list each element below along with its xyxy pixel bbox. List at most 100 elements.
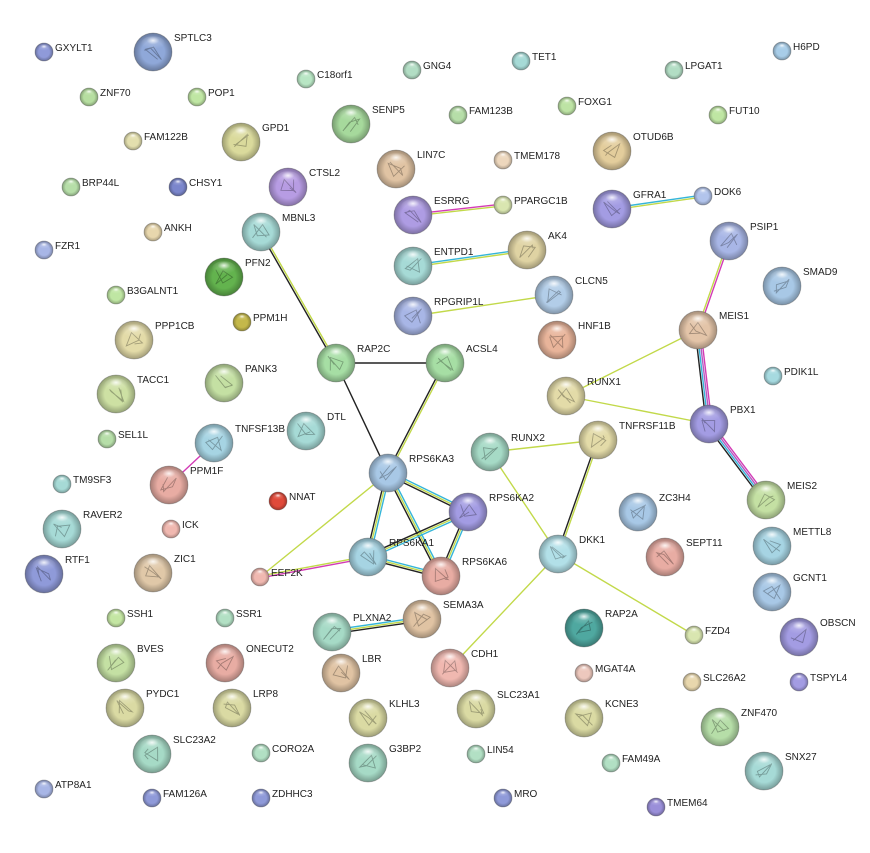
protein-node[interactable]: RUNX2 xyxy=(470,432,545,472)
protein-node[interactable]: CLCN5 xyxy=(534,275,608,315)
protein-node[interactable]: TACC1 xyxy=(96,374,169,414)
protein-node[interactable]: RAVER2 xyxy=(42,509,123,549)
protein-node[interactable]: PPP1CB xyxy=(114,320,195,360)
protein-node[interactable]: ZDHHC3 xyxy=(251,788,313,808)
protein-node[interactable]: FZD4 xyxy=(684,625,730,645)
protein-node[interactable]: GCNT1 xyxy=(752,572,827,612)
protein-node[interactable]: TMEM178 xyxy=(493,150,561,170)
protein-node[interactable]: ZIC1 xyxy=(133,553,196,593)
protein-node[interactable]: SSH1 xyxy=(106,608,154,628)
protein-node[interactable]: AK4 xyxy=(507,230,567,270)
protein-node[interactable]: GNG4 xyxy=(402,60,452,80)
protein-node[interactable]: RPGRIP1L xyxy=(393,296,484,336)
protein-node[interactable]: LRP8 xyxy=(212,688,278,728)
protein-node[interactable]: MGAT4A xyxy=(574,663,636,683)
protein-node[interactable]: PYDC1 xyxy=(105,688,180,728)
protein-node[interactable]: RPS6KA6 xyxy=(421,556,507,596)
protein-node[interactable]: PPM1F xyxy=(149,465,223,505)
protein-node[interactable]: DTL xyxy=(286,411,346,451)
protein-node[interactable]: SLC23A1 xyxy=(456,689,540,729)
protein-node[interactable]: ONECUT2 xyxy=(205,643,294,683)
protein-node[interactable]: PBX1 xyxy=(689,404,756,444)
protein-node[interactable]: LIN54 xyxy=(466,744,514,764)
protein-node[interactable]: TNFSF13B xyxy=(194,423,285,463)
protein-node[interactable]: B3GALNT1 xyxy=(106,285,179,305)
protein-node[interactable]: PFN2 xyxy=(204,257,271,297)
protein-node[interactable]: FUT10 xyxy=(708,105,760,125)
protein-node[interactable]: ZNF70 xyxy=(79,87,131,107)
protein-node[interactable]: ACSL4 xyxy=(425,343,498,383)
protein-node[interactable]: GPD1 xyxy=(221,122,290,162)
protein-node[interactable]: SLC23A2 xyxy=(132,734,216,774)
protein-node[interactable]: SLC26A2 xyxy=(682,672,746,692)
protein-node[interactable]: OTUD6B xyxy=(592,131,674,171)
protein-node[interactable]: RTF1 xyxy=(24,554,90,594)
protein-node[interactable]: PPARGC1B xyxy=(493,195,568,215)
protein-node[interactable]: FAM126A xyxy=(142,788,207,808)
protein-node[interactable]: SEL1L xyxy=(97,429,148,449)
protein-node[interactable]: SNX27 xyxy=(744,751,817,791)
protein-node[interactable]: SEMA3A xyxy=(402,599,484,639)
protein-node[interactable]: MBNL3 xyxy=(241,212,316,252)
protein-node[interactable]: RPS6KA1 xyxy=(348,537,434,577)
protein-node[interactable]: SMAD9 xyxy=(762,266,838,306)
protein-node[interactable]: METTL8 xyxy=(752,526,832,566)
protein-node[interactable]: KLHL3 xyxy=(348,698,420,738)
protein-node[interactable]: ZNF470 xyxy=(700,707,778,747)
protein-node[interactable]: LIN7C xyxy=(376,149,445,189)
protein-node[interactable]: RPS6KA3 xyxy=(368,453,454,493)
protein-node[interactable]: POP1 xyxy=(187,87,235,107)
protein-node[interactable]: LBR xyxy=(321,653,381,693)
protein-node[interactable]: KCNE3 xyxy=(564,698,639,738)
protein-node[interactable]: PPM1H xyxy=(232,312,287,332)
protein-node[interactable]: GFRA1 xyxy=(592,189,667,229)
protein-node[interactable]: RPS6KA2 xyxy=(448,492,534,532)
protein-node[interactable]: DOK6 xyxy=(693,186,742,206)
protein-node[interactable]: FOXG1 xyxy=(557,96,612,116)
protein-node[interactable]: RUNX1 xyxy=(546,376,621,416)
protein-node[interactable]: DKK1 xyxy=(538,534,606,574)
protein-node[interactable]: CTSL2 xyxy=(268,167,341,207)
protein-node[interactable]: RAP2C xyxy=(316,343,390,383)
protein-node[interactable]: SSR1 xyxy=(215,608,263,628)
protein-node[interactable]: FZR1 xyxy=(34,240,80,260)
protein-node[interactable]: FAM49A xyxy=(601,753,661,773)
protein-node[interactable]: TNFRSF11B xyxy=(578,420,676,460)
protein-node[interactable]: GXYLT1 xyxy=(34,42,93,62)
protein-node[interactable]: H6PD xyxy=(772,41,820,61)
protein-node[interactable]: PANK3 xyxy=(204,363,277,403)
protein-node[interactable]: MEIS2 xyxy=(746,480,817,520)
protein-node[interactable]: PLXNA2 xyxy=(312,612,392,652)
protein-node[interactable]: FAM122B xyxy=(123,131,188,151)
protein-node[interactable]: LPGAT1 xyxy=(664,60,723,80)
protein-node[interactable]: BRP44L xyxy=(61,177,120,197)
protein-node[interactable]: NNAT xyxy=(268,491,315,511)
protein-node[interactable]: RAP2A xyxy=(564,608,638,648)
protein-node[interactable]: TM9SF3 xyxy=(52,474,112,494)
protein-node[interactable]: ZC3H4 xyxy=(618,492,691,532)
protein-node[interactable]: CORO2A xyxy=(251,743,315,763)
protein-node[interactable]: C18orf1 xyxy=(296,69,353,89)
protein-node[interactable]: BVES xyxy=(96,643,164,683)
protein-node[interactable]: ICK xyxy=(161,519,199,539)
protein-node[interactable]: PSIP1 xyxy=(709,221,779,261)
protein-node[interactable]: FAM123B xyxy=(448,105,513,125)
protein-node[interactable]: SPTLC3 xyxy=(133,32,212,72)
protein-node[interactable]: ENTPD1 xyxy=(393,246,474,286)
protein-node[interactable]: EEF2K xyxy=(250,567,303,587)
protein-node[interactable]: MRO xyxy=(493,788,538,808)
protein-node[interactable]: PDIK1L xyxy=(763,366,819,386)
protein-node[interactable]: TMEM64 xyxy=(646,797,708,817)
protein-node[interactable]: TSPYL4 xyxy=(789,672,848,692)
protein-node[interactable]: SENP5 xyxy=(331,104,405,144)
protein-node[interactable]: MEIS1 xyxy=(678,310,749,350)
protein-node[interactable]: G3BP2 xyxy=(348,743,422,783)
protein-node[interactable]: HNF1B xyxy=(537,320,611,360)
protein-node[interactable]: CDH1 xyxy=(430,648,499,688)
protein-node[interactable]: OBSCN xyxy=(779,617,856,657)
protein-node[interactable]: ESRRG xyxy=(393,195,470,235)
protein-node[interactable]: ATP8A1 xyxy=(34,779,92,799)
protein-node[interactable]: ANKH xyxy=(143,222,192,242)
protein-node[interactable]: TET1 xyxy=(511,51,557,71)
protein-node[interactable]: CHSY1 xyxy=(168,177,223,197)
